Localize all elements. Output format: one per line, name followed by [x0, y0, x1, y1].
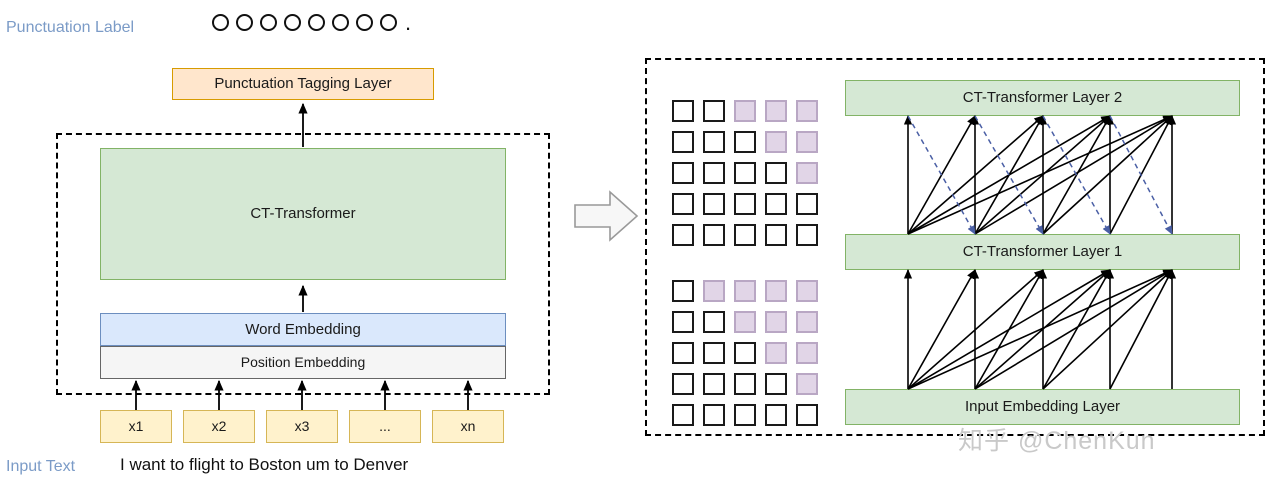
- mask-cell-open: [672, 224, 694, 246]
- punctuation-slot-circle: [380, 14, 397, 31]
- mask-cell-blocked: [765, 100, 787, 122]
- mask-cell-blocked: [796, 280, 818, 302]
- punctuation-slot-circle: [332, 14, 349, 31]
- punctuation-label-slots: .: [212, 9, 412, 35]
- mask-cell-open: [672, 404, 694, 426]
- input-embedding-layer-box[interactable]: Input Embedding Layer: [845, 389, 1240, 425]
- mask-cell-open: [672, 193, 694, 215]
- mask-cell-blocked: [796, 131, 818, 153]
- lower-mask-grid: [672, 280, 818, 426]
- mask-cell-blocked: [796, 373, 818, 395]
- mask-cell-open: [672, 100, 694, 122]
- mask-cell-blocked: [734, 311, 756, 333]
- mask-cell-open: [734, 404, 756, 426]
- ct-transformer-layer-1-box[interactable]: CT-Transformer Layer 1: [845, 234, 1240, 270]
- mask-cell-open: [734, 131, 756, 153]
- right-arrow-icon: [574, 190, 639, 242]
- mask-cell-open: [734, 162, 756, 184]
- input-token-box[interactable]: ...: [349, 410, 421, 443]
- watermark: 知乎 @ChenKun: [958, 427, 1156, 455]
- mask-cell-blocked: [734, 100, 756, 122]
- punctuation-slot-circle: [356, 14, 373, 31]
- input-token-box[interactable]: xn: [432, 410, 504, 443]
- mask-cell-blocked: [765, 131, 787, 153]
- mask-cell-open: [734, 193, 756, 215]
- mask-cell-open: [703, 373, 725, 395]
- ct-transformer-box[interactable]: CT-Transformer: [100, 148, 506, 280]
- mask-cell-open: [672, 131, 694, 153]
- mask-cell-open: [703, 162, 725, 184]
- mask-cell-open: [765, 224, 787, 246]
- mask-cell-open: [703, 131, 725, 153]
- mask-cell-open: [765, 193, 787, 215]
- mask-cell-blocked: [796, 311, 818, 333]
- mask-cell-blocked: [796, 162, 818, 184]
- mask-cell-blocked: [765, 311, 787, 333]
- mask-cell-blocked: [765, 280, 787, 302]
- mask-cell-blocked: [765, 342, 787, 364]
- punctuation-slot-circle: [212, 14, 229, 31]
- input-text-sentence: I want to flight to Boston um to Denver: [120, 455, 409, 474]
- mask-cell-blocked: [796, 342, 818, 364]
- upper-mask-grid: [672, 100, 818, 246]
- word-embedding-box[interactable]: Word Embedding: [100, 313, 506, 346]
- mask-cell-open: [703, 224, 725, 246]
- punctuation-slot-circle: [308, 14, 325, 31]
- punctuation-label-caption: Punctuation Label: [6, 19, 135, 36]
- ct-transformer-layer-2-box[interactable]: CT-Transformer Layer 2: [845, 80, 1240, 116]
- mask-cell-open: [672, 280, 694, 302]
- input-token-box[interactable]: x3: [266, 410, 338, 443]
- mask-cell-open: [703, 404, 725, 426]
- mask-cell-blocked: [734, 280, 756, 302]
- mask-cell-open: [703, 342, 725, 364]
- mask-cell-open: [734, 373, 756, 395]
- punctuation-tagging-layer-box[interactable]: Punctuation Tagging Layer: [172, 68, 434, 100]
- mask-cell-open: [703, 311, 725, 333]
- punctuation-final-mark: .: [405, 9, 412, 35]
- mask-cell-open: [796, 224, 818, 246]
- mask-cell-open: [734, 224, 756, 246]
- punctuation-slot-circle: [236, 14, 253, 31]
- mask-cell-blocked: [703, 280, 725, 302]
- mask-cell-blocked: [796, 100, 818, 122]
- input-token-box[interactable]: x2: [183, 410, 255, 443]
- mask-cell-open: [765, 404, 787, 426]
- mask-cell-open: [672, 373, 694, 395]
- input-text-caption: Input Text: [6, 458, 76, 475]
- mask-cell-open: [672, 162, 694, 184]
- mask-cell-open: [734, 342, 756, 364]
- mask-cell-open: [765, 373, 787, 395]
- mask-cell-open: [672, 311, 694, 333]
- mask-cell-open: [796, 404, 818, 426]
- punctuation-slot-circle: [284, 14, 301, 31]
- mask-cell-open: [672, 342, 694, 364]
- input-token-box[interactable]: x1: [100, 410, 172, 443]
- punctuation-slot-circle: [260, 14, 277, 31]
- mask-cell-open: [703, 100, 725, 122]
- mask-cell-open: [796, 193, 818, 215]
- position-embedding-box[interactable]: Position Embedding: [100, 346, 506, 379]
- right-dashed-container: [645, 58, 1265, 436]
- mask-cell-open: [703, 193, 725, 215]
- mask-cell-open: [765, 162, 787, 184]
